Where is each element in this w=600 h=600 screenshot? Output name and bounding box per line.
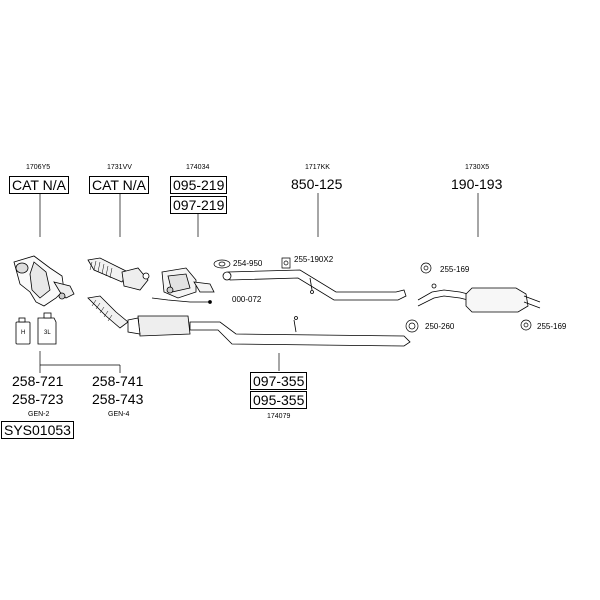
part-number-850-125[interactable]: 850-125: [291, 176, 343, 192]
ref-code-1730x5: 1730X5: [465, 164, 490, 171]
ref-code-1706y5: 1706Y5: [26, 164, 51, 171]
label-255-169-a: 255-169: [440, 265, 470, 274]
part-number-095-355[interactable]: 095-355: [250, 391, 308, 409]
can-label-h: H: [21, 330, 25, 336]
gen-4-label: GEN-4: [108, 411, 130, 418]
gen-2-label: GEN-2: [28, 411, 50, 418]
part-number-258-723[interactable]: 258-723: [12, 391, 64, 407]
part-catalyst-1706y5: [13, 255, 75, 307]
part-number-258-743[interactable]: 258-743: [92, 391, 144, 407]
part-pipe-850-125: [222, 269, 407, 301]
part-254-950: [213, 259, 231, 269]
part-silencer-190-193: [417, 283, 541, 313]
label-000-072: 000-072: [232, 295, 262, 304]
part-number-cat-na-1[interactable]: CAT N/A: [9, 176, 69, 194]
part-pipe-174079: [87, 295, 411, 347]
label-250-260: 250-260: [425, 322, 455, 331]
label-255-169-b: 255-169: [537, 322, 567, 331]
ref-code-174034: 174034: [186, 164, 210, 171]
part-000-072: [151, 297, 212, 304]
part-number-258-721[interactable]: 258-721: [12, 373, 64, 389]
ref-code-174079: 174079: [267, 413, 291, 420]
can-label-3l: 3L: [44, 330, 51, 336]
part-number-095-219[interactable]: 095-219: [170, 176, 228, 194]
part-flex-cat-1731vv: [87, 257, 150, 291]
part-number-097-355[interactable]: 097-355: [250, 372, 308, 390]
part-255-190x2: [281, 257, 291, 269]
part-250-260: [405, 319, 419, 333]
label-255-190x2: 255-190X2: [294, 255, 334, 264]
ref-code-1717kk: 1717KK: [305, 164, 330, 171]
part-number-258-741[interactable]: 258-741: [92, 373, 144, 389]
part-255-169-b: [520, 319, 532, 331]
system-code: SYS01053: [1, 421, 74, 439]
part-number-097-219[interactable]: 097-219: [170, 196, 228, 214]
ref-code-1731vv: 1731VV: [107, 164, 132, 171]
part-255-169-a: [420, 262, 432, 274]
part-number-cat-na-2[interactable]: CAT N/A: [89, 176, 149, 194]
label-254-950: 254-950: [233, 259, 263, 268]
part-number-190-193[interactable]: 190-193: [451, 176, 503, 192]
part-catalyst-174034: [161, 267, 215, 299]
part-accessory-cans: [15, 312, 57, 345]
